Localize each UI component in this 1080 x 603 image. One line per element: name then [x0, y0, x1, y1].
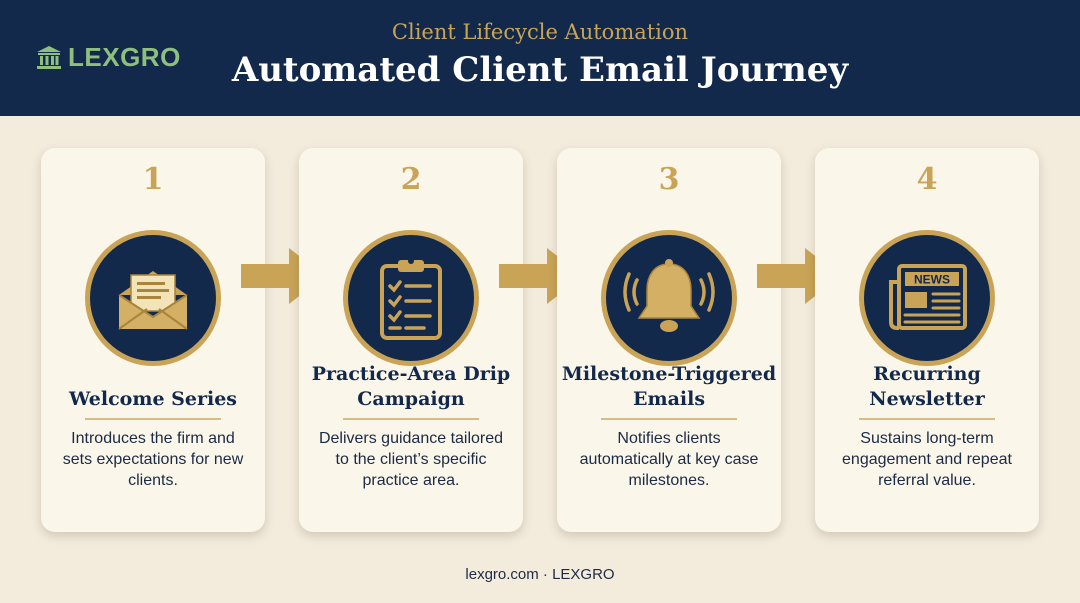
step-card-milestone-emails: 3 Milestone-Triggered Emails Notifies cl… [557, 148, 781, 532]
clipboard-checklist-icon [380, 258, 442, 340]
courthouse-icon [37, 46, 61, 69]
page-title: Automated Client Email Journey [231, 50, 849, 90]
bell-icon [623, 259, 715, 332]
step-card-newsletter: 4 NEWS Recurring Newsletter Sustains lon… [815, 148, 1039, 532]
divider [601, 418, 737, 420]
step-title: Milestone-Triggered Emails [561, 363, 777, 410]
step-description: Notifies clients automatically at key ca… [579, 430, 759, 489]
step-description: Delivers guidance tailored to the client… [318, 430, 504, 489]
envelope-icon [118, 271, 188, 330]
step-number: 4 [916, 162, 938, 197]
header-banner: LEXGRO Client Lifecycle Automation Autom… [0, 0, 1080, 116]
step-medallion [85, 230, 221, 366]
step-title: Welcome Series [69, 388, 237, 410]
divider [343, 418, 479, 420]
step-card-welcome: 1 Welcome Series Introduces the firm and… [41, 148, 265, 532]
divider [85, 418, 221, 420]
step-title: Recurring Newsletter [869, 363, 985, 410]
step-number: 3 [658, 162, 680, 197]
newspaper-masthead: NEWS [914, 273, 950, 287]
page-subtitle: Client Lifecycle Automation [391, 20, 689, 44]
step-medallion: NEWS [859, 230, 995, 366]
step-title: Practice-Area Drip Campaign [311, 363, 511, 410]
step-card-drip-campaign: 2 Practice-Area Drip Campaign Delivers g… [299, 148, 523, 532]
step-medallion [343, 230, 479, 366]
logo-wordmark: LEXGRO [68, 41, 181, 72]
step-description: Sustains long-term engagement and repeat… [842, 430, 1012, 489]
divider [859, 418, 995, 420]
lexgro-logo: LEXGRO [36, 42, 181, 72]
newspaper-icon: NEWS [889, 264, 967, 330]
step-number: 2 [400, 162, 422, 197]
step-number: 1 [142, 162, 164, 197]
step-description: Introduces the firm and sets expectation… [62, 430, 244, 489]
footer-text: lexgro.com · LEXGRO [465, 566, 615, 583]
step-medallion [601, 230, 737, 366]
